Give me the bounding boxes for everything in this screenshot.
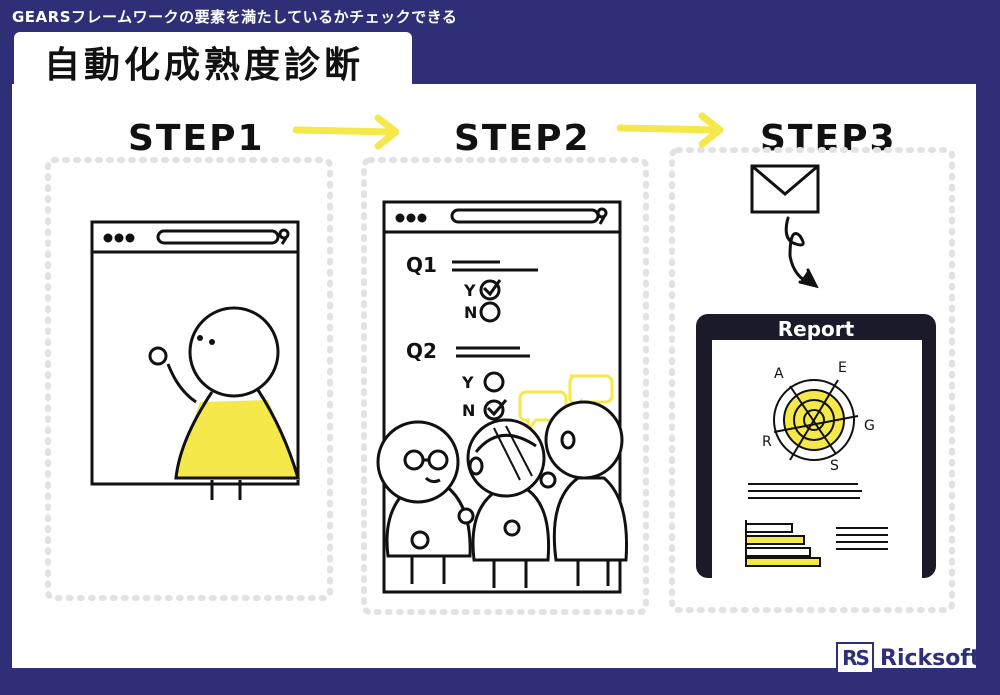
report-title: Report bbox=[778, 317, 855, 341]
mail-icon bbox=[750, 164, 820, 214]
logo-name: Ricksoft bbox=[880, 645, 981, 671]
step2-label: STEP2 bbox=[454, 118, 591, 159]
radar-axis-s: S bbox=[830, 458, 839, 474]
q2-no-label: N bbox=[462, 401, 475, 420]
step2-frame bbox=[361, 157, 649, 615]
radar-axis-a: A bbox=[774, 366, 784, 382]
logo-mark: RS bbox=[836, 642, 874, 674]
arrow-icon bbox=[616, 112, 724, 148]
report-text-lines bbox=[748, 483, 888, 550]
step1-frame bbox=[45, 157, 333, 601]
page-title: 自動化成熟度診断 bbox=[44, 45, 365, 86]
step1-label: STEP1 bbox=[128, 118, 265, 159]
radar-axis-e: E bbox=[838, 360, 847, 376]
q1-label: Q1 bbox=[406, 253, 437, 277]
curved-arrow-icon bbox=[784, 216, 819, 289]
q1-yes-label: Y bbox=[463, 281, 476, 300]
step3-frame bbox=[669, 147, 955, 613]
title-box bbox=[14, 32, 412, 84]
team-figures bbox=[376, 400, 628, 588]
q2-yes-label: Y bbox=[461, 373, 474, 392]
step3-label: STEP3 bbox=[760, 118, 897, 159]
subtitle: GEARSフレームワークの要素を満たしているかチェックできる bbox=[12, 8, 458, 26]
q2-label: Q2 bbox=[406, 339, 437, 363]
radar-axis-r: R bbox=[762, 434, 772, 450]
arrow-icon bbox=[292, 114, 400, 150]
person-figure bbox=[148, 306, 301, 500]
radar-chart-icon bbox=[773, 379, 859, 461]
q1-no-label: N bbox=[464, 303, 477, 322]
ricksoft-logo: RS Ricksoft bbox=[836, 642, 980, 674]
report-bar-chart bbox=[745, 520, 821, 567]
radar-axis-g: G bbox=[864, 418, 875, 434]
